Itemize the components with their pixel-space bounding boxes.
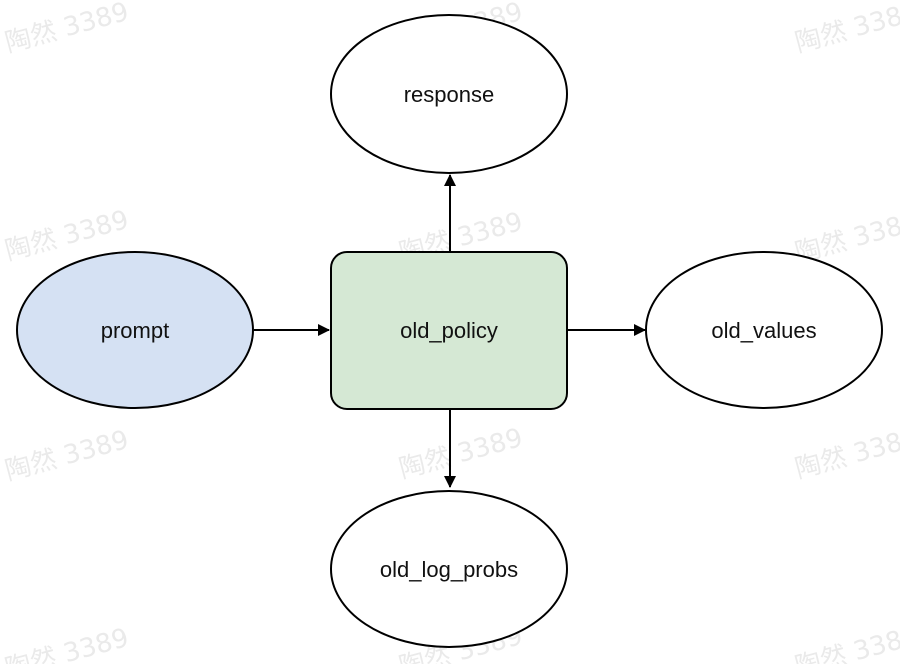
node-old-policy-shape (330, 251, 568, 410)
watermark-text: 陶然 3389 (792, 0, 900, 59)
node-response-label: response (404, 82, 495, 107)
node-response-shape (330, 14, 568, 174)
node-prompt[interactable]: prompt (16, 251, 254, 409)
watermark-text: 陶然 3389 (2, 623, 132, 664)
node-old-values[interactable]: old_values (645, 251, 883, 409)
node-prompt-label: prompt (101, 318, 169, 343)
node-old-log-probs-shape (330, 490, 568, 648)
node-prompt-shape (16, 251, 254, 409)
node-old-log-probs[interactable]: old_log_probs (330, 490, 568, 648)
watermark-text: 陶然 3389 (2, 0, 132, 59)
edges (254, 174, 646, 488)
watermark-text: 陶然 3389 (792, 621, 900, 664)
node-old-log-probs-label: old_log_probs (380, 557, 518, 582)
node-old-values-shape (645, 251, 883, 409)
watermark-text: 陶然 3389 (792, 423, 900, 485)
node-old-policy[interactable]: old_policy (330, 251, 568, 410)
node-old-values-label: old_values (711, 318, 816, 343)
watermark-text: 陶然 3389 (396, 423, 526, 485)
node-response[interactable]: response (330, 14, 568, 174)
watermark-text: 陶然 3389 (2, 425, 132, 487)
node-old-policy-label: old_policy (400, 318, 498, 343)
